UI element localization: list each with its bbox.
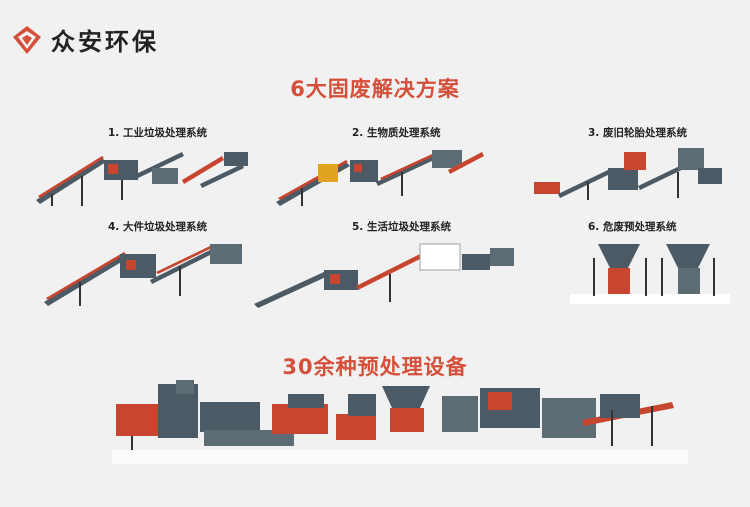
brand-name: 众安环保: [51, 28, 159, 56]
brand-logo: 众安环保: [12, 22, 159, 57]
system-label-hazardous: 6. 危废预处理系统: [588, 221, 677, 233]
biomass-system-image: [276, 150, 484, 206]
tire-system-image: [534, 148, 722, 200]
solutions-title: 6大固废解决方案: [290, 77, 460, 101]
equipment-lineup-image: [112, 380, 688, 464]
equipment-title: 30余种预处理设备: [282, 355, 468, 379]
system-label-domestic: 5. 生活垃圾处理系统: [352, 221, 451, 233]
domestic-system-image: [254, 243, 514, 308]
bulky-system-image: [44, 244, 242, 306]
system-label-biomass: 2. 生物质处理系统: [352, 127, 441, 139]
system-label-tire: 3. 废旧轮胎处理系统: [588, 127, 687, 139]
diamond-logo-icon: [13, 25, 41, 54]
industrial-system-image: [36, 152, 248, 206]
hazardous-system-image: [570, 244, 730, 304]
system-label-industrial: 1. 工业垃圾处理系统: [108, 127, 207, 139]
system-label-bulky: 4. 大件垃圾处理系统: [108, 221, 207, 233]
